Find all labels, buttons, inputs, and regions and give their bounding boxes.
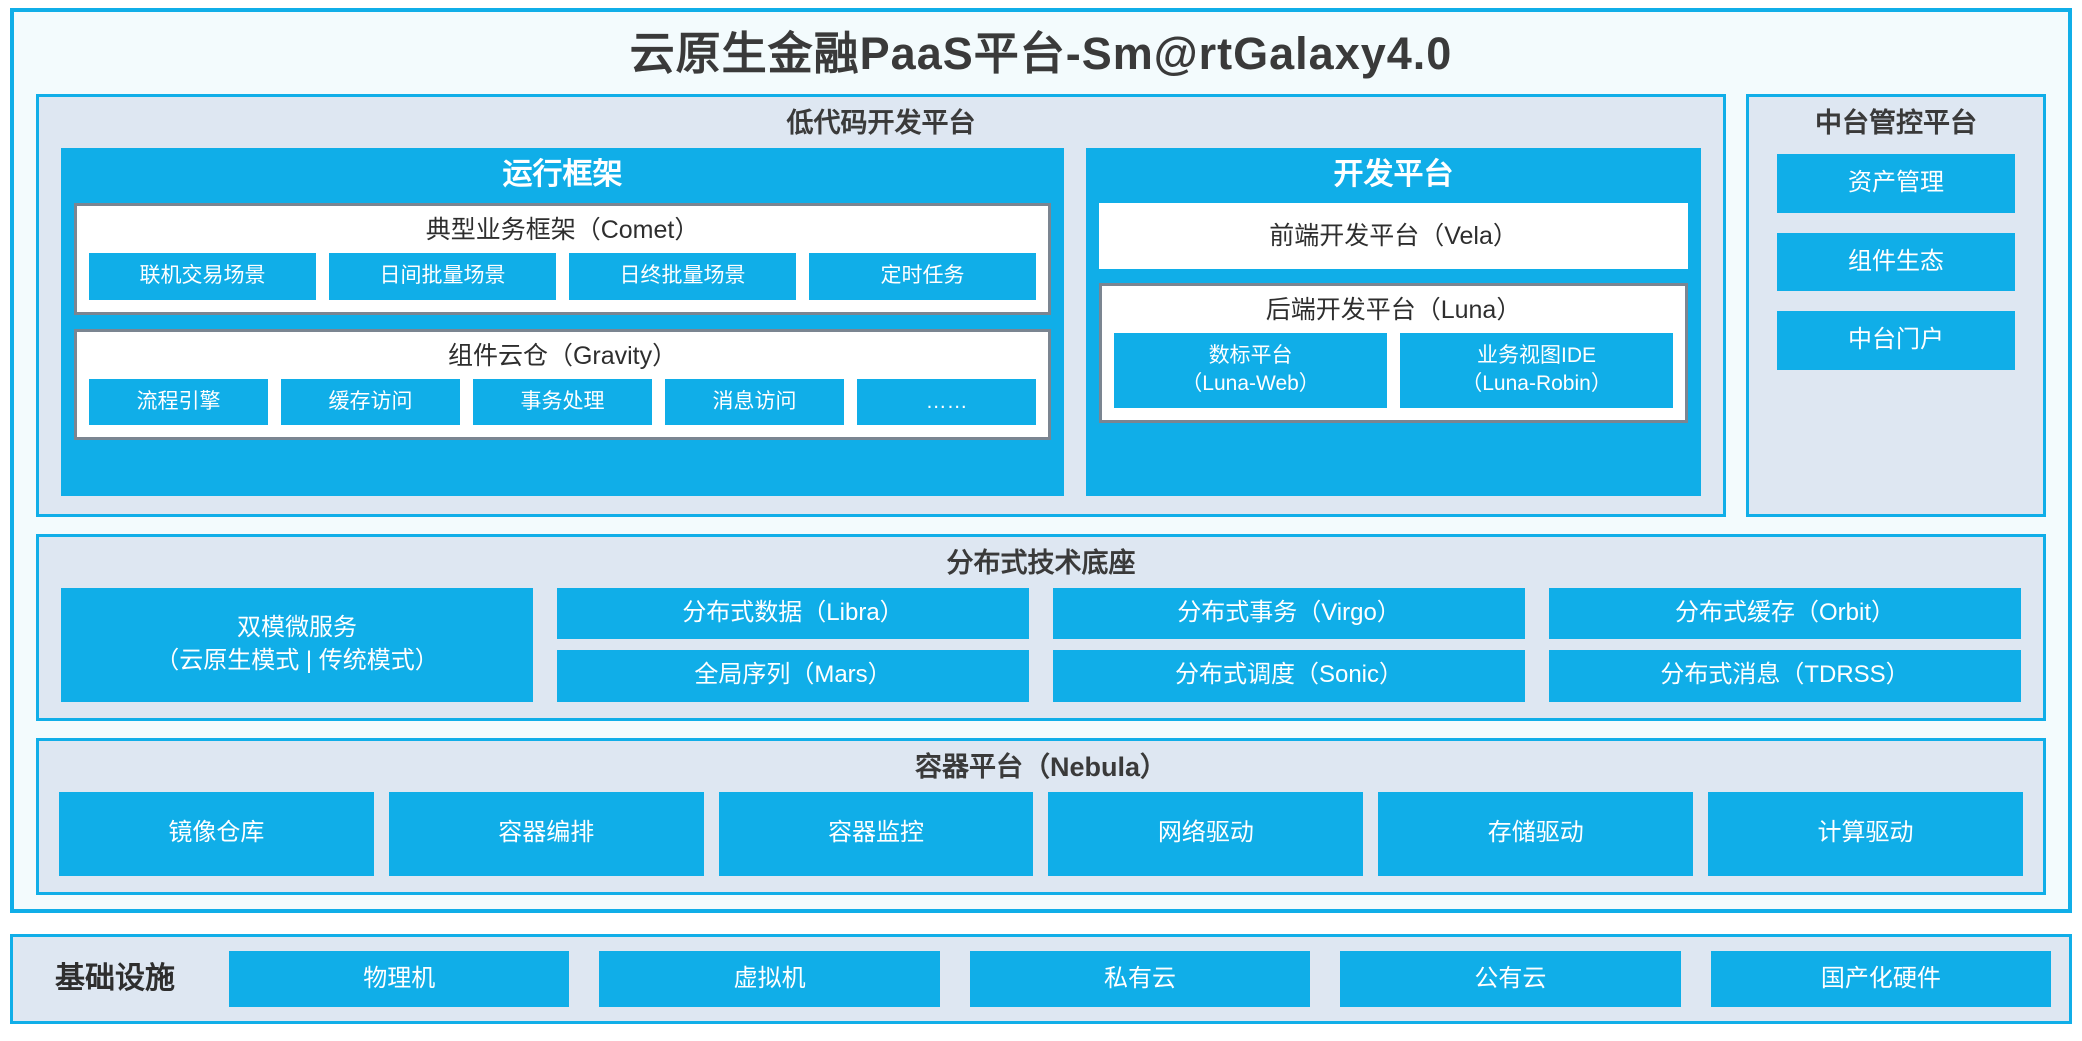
container-item-image-registry[interactable]: 镜像仓库	[59, 791, 374, 876]
lowcode-platform-panel: 低代码开发平台 运行框架 典型业务框架（Comet） 联机交易场景 日间批量场景…	[36, 93, 1726, 517]
infrastructure-panel: 基础设施 物理机 虚拟机 私有云 公有云 国产化硬件	[10, 934, 2072, 1024]
distributed-message-item[interactable]: 分布式消息（TDRSS）	[1549, 650, 2021, 702]
distributed-data-item[interactable]: 分布式数据（Libra）	[557, 587, 1029, 640]
gravity-item[interactable]: 事务处理	[473, 378, 653, 425]
container-platform-title: 容器平台（Nebula）	[914, 751, 1168, 782]
distributed-transaction-item[interactable]: 分布式事务（Virgo）	[1053, 587, 1525, 640]
gravity-item[interactable]: 缓存访问	[281, 378, 461, 425]
container-item-network-driver[interactable]: 网络驱动	[1048, 791, 1364, 876]
gravity-item[interactable]: 消息访问	[665, 378, 845, 425]
container-item-monitoring[interactable]: 容器监控	[718, 791, 1034, 876]
top-row: 低代码开发平台 运行框架 典型业务框架（Comet） 联机交易场景 日间批量场景…	[36, 93, 2046, 517]
microservice-column: 双模微服务 （云原生模式 | 传统模式）	[61, 587, 533, 702]
comet-item[interactable]: 联机交易场景	[89, 253, 317, 300]
infrastructure-item-physical-machine[interactable]: 物理机	[229, 950, 570, 1008]
global-sequence-item[interactable]: 全局序列（Mars）	[557, 650, 1029, 702]
midoffice-platform-panel: 中台管控平台 资产管理 组件生态 中台门户	[1746, 93, 2046, 517]
comet-item[interactable]: 定时任务	[809, 253, 1037, 300]
distributed-base-panel: 分布式技术底座 双模微服务 （云原生模式 | 传统模式） 分布式数据（Libra…	[36, 533, 2046, 721]
development-platform-title: 开发平台	[1333, 157, 1454, 191]
infrastructure-item-virtual-machine[interactable]: 虚拟机	[599, 950, 940, 1008]
distributed-column-2: 分布式事务（Virgo） 分布式调度（Sonic）	[1053, 587, 1525, 702]
infrastructure-item-list: 物理机 虚拟机 私有云 公有云 国产化硬件	[229, 950, 2052, 1008]
luna-web-item[interactable]: 数标平台 （Luna-Web）	[1114, 333, 1388, 408]
dual-mode-microservice-modes: （云原生模式 | 传统模式）	[155, 646, 439, 674]
gravity-title: 组件云仓（Gravity）	[447, 341, 678, 370]
comet-title: 典型业务框架（Comet）	[425, 216, 700, 245]
runtime-framework-title: 运行框架	[502, 157, 623, 191]
backend-platform-box: 后端开发平台（Luna） 数标平台 （Luna-Web） 业务视图IDE （Lu…	[1099, 283, 1688, 423]
lowcode-platform-body: 运行框架 典型业务框架（Comet） 联机交易场景 日间批量场景 日终批量场景 …	[39, 147, 1723, 514]
container-item-orchestration[interactable]: 容器编排	[388, 791, 704, 876]
luna-robin-item[interactable]: 业务视图IDE （Luna-Robin）	[1400, 333, 1674, 408]
distributed-column-1: 分布式数据（Libra） 全局序列（Mars）	[557, 587, 1029, 702]
infrastructure-label: 基础设施	[55, 962, 175, 995]
luna-web-code: （Luna-Web）	[1181, 371, 1320, 395]
comet-item-row: 联机交易场景 日间批量场景 日终批量场景 定时任务	[89, 253, 1037, 300]
gravity-item[interactable]: 流程引擎	[89, 378, 269, 425]
distributed-base-title: 分布式技术底座	[946, 547, 1136, 578]
container-item-compute-driver[interactable]: 计算驱动	[1708, 791, 2023, 876]
container-platform-body: 镜像仓库 容器编排 容器监控 网络驱动 存储驱动 计算驱动	[39, 791, 2043, 892]
comet-item[interactable]: 日间批量场景	[329, 253, 557, 300]
comet-item[interactable]: 日终批量场景	[569, 253, 797, 300]
platform-main-frame: 云原生金融PaaS平台-Sm@rtGalaxy4.0 低代码开发平台 运行框架 …	[10, 8, 2072, 913]
runtime-framework-card: 运行框架 典型业务框架（Comet） 联机交易场景 日间批量场景 日终批量场景 …	[61, 147, 1065, 496]
development-platform-card: 开发平台 前端开发平台（Vela） 后端开发平台（Luna） 数标平台 （Lun…	[1086, 147, 1701, 496]
distributed-base-body: 双模微服务 （云原生模式 | 传统模式） 分布式数据（Libra） 全局序列（M…	[39, 587, 2043, 718]
distributed-cache-item[interactable]: 分布式缓存（Orbit）	[1549, 587, 2021, 640]
distributed-column-3: 分布式缓存（Orbit） 分布式消息（TDRSS）	[1549, 587, 2021, 702]
infrastructure-item-public-cloud[interactable]: 公有云	[1340, 950, 1681, 1008]
backend-platform-title: 后端开发平台（Luna）	[1265, 296, 1522, 325]
lowcode-platform-title: 低代码开发平台	[786, 107, 976, 138]
luna-robin-code: （Luna-Robin）	[1461, 371, 1612, 395]
distributed-scheduling-item[interactable]: 分布式调度（Sonic）	[1053, 650, 1525, 702]
luna-robin-name: 业务视图IDE	[1477, 344, 1597, 368]
infrastructure-item-domestic-hardware[interactable]: 国产化硬件	[1710, 950, 2052, 1008]
gravity-item-ellipsis[interactable]: ……	[857, 378, 1037, 425]
luna-web-name: 数标平台	[1208, 344, 1293, 368]
container-item-storage-driver[interactable]: 存储驱动	[1378, 791, 1694, 876]
frontend-platform-box[interactable]: 前端开发平台（Vela）	[1099, 203, 1688, 270]
container-platform-panel: 容器平台（Nebula） 镜像仓库 容器编排 容器监控 网络驱动 存储驱动 计算…	[36, 737, 2046, 895]
page-title: 云原生金融PaaS平台-Sm@rtGalaxy4.0	[629, 28, 1453, 79]
midoffice-item-asset-management[interactable]: 资产管理	[1777, 153, 2015, 213]
midoffice-item-portal[interactable]: 中台门户	[1777, 311, 2015, 371]
infrastructure-item-private-cloud[interactable]: 私有云	[969, 950, 1311, 1008]
midoffice-platform-title: 中台管控平台	[1815, 107, 1977, 138]
dual-mode-microservice-item[interactable]: 双模微服务 （云原生模式 | 传统模式）	[61, 587, 533, 702]
gravity-box: 组件云仓（Gravity） 流程引擎 缓存访问 事务处理 消息访问 ……	[74, 328, 1052, 440]
gravity-item-row: 流程引擎 缓存访问 事务处理 消息访问 ……	[89, 378, 1037, 425]
midoffice-item-component-ecosystem[interactable]: 组件生态	[1777, 232, 2015, 292]
backend-item-row: 数标平台 （Luna-Web） 业务视图IDE （Luna-Robin）	[1114, 333, 1674, 408]
comet-box: 典型业务框架（Comet） 联机交易场景 日间批量场景 日终批量场景 定时任务	[74, 203, 1052, 315]
midoffice-item-list: 资产管理 组件生态 中台门户	[1749, 148, 2043, 514]
dual-mode-microservice-name: 双模微服务	[237, 614, 357, 642]
